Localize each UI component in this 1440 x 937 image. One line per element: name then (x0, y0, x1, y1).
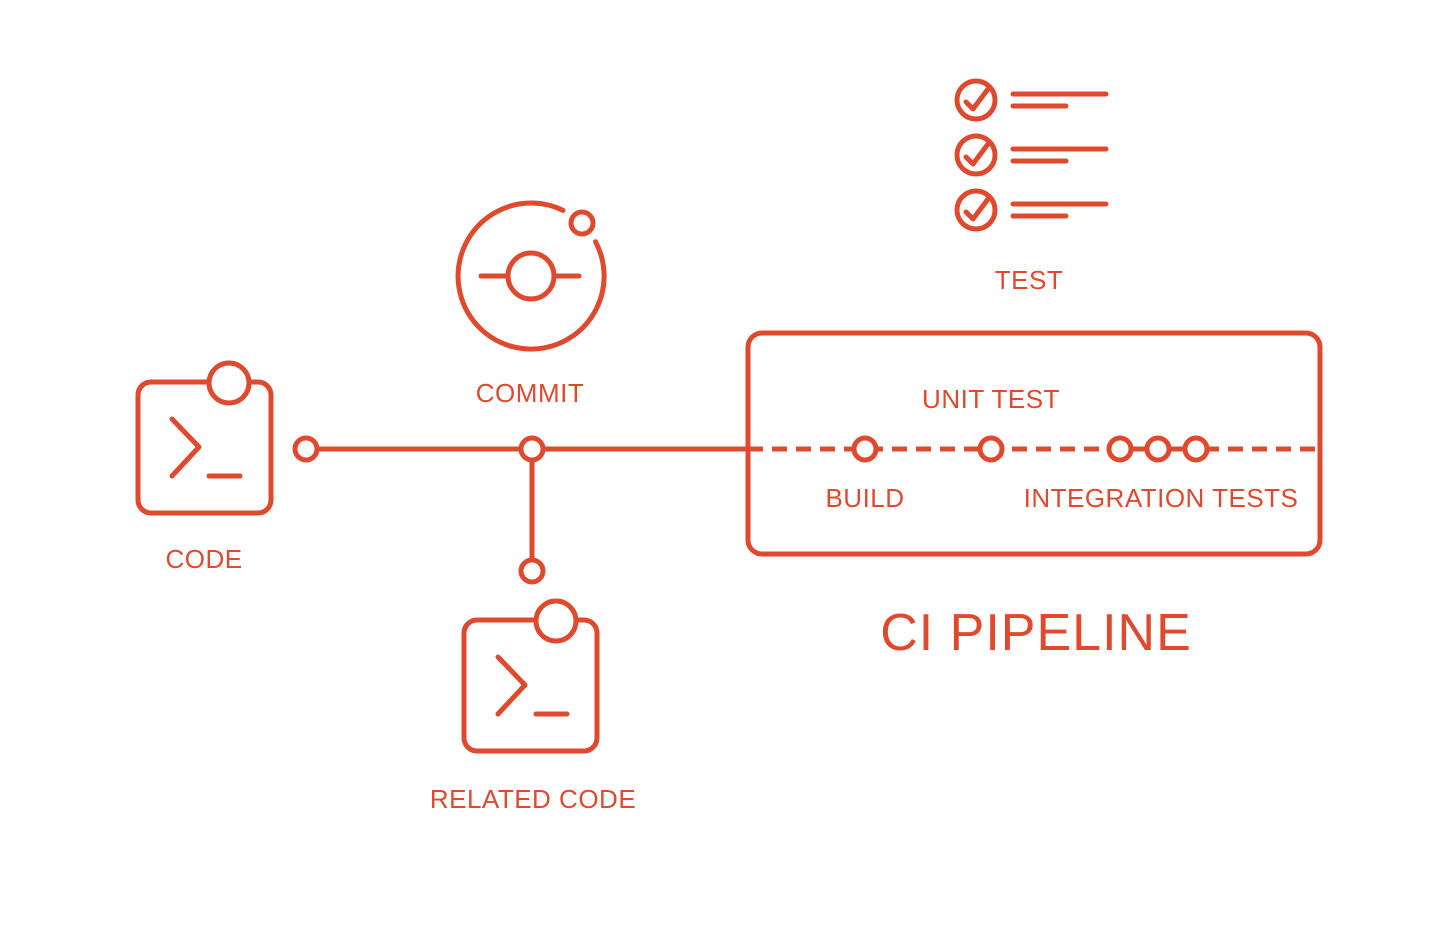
terminal-window-icon (135, 360, 274, 516)
check-icon (963, 196, 991, 222)
pin-circle (206, 360, 252, 406)
checklist-row (954, 78, 1109, 122)
pipeline-node-integration-1 (1106, 435, 1134, 463)
pin-circle (533, 598, 579, 644)
related-code-label: RELATED CODE (430, 784, 636, 814)
checklist-icon (954, 78, 1109, 232)
pipeline-node-integration-3 (1182, 435, 1210, 463)
pipeline-node-unit-test (977, 435, 1005, 463)
orbit-satellite-circle (568, 209, 596, 237)
main-connector-line (292, 435, 751, 585)
pipeline-node-integration-2 (1144, 435, 1172, 463)
build-label: BUILD (825, 483, 904, 513)
connector-node (292, 435, 320, 463)
integration-tests-label: INTEGRATION TESTS (1024, 483, 1299, 513)
test-label: TEST (995, 265, 1063, 295)
page-title: CI PIPELINE (880, 604, 1192, 662)
pipeline-node-build (851, 435, 879, 463)
checklist-row (954, 188, 1109, 232)
commit-dot-circle (505, 250, 557, 302)
connector-junction-node (518, 435, 546, 463)
prompt-chevron (495, 654, 528, 717)
code-label: CODE (165, 544, 242, 574)
connector-drop-node (518, 557, 546, 585)
prompt-chevron (169, 416, 202, 479)
pipeline-box (745, 330, 1323, 557)
commit-label: COMMIT (476, 378, 584, 408)
check-icon (963, 86, 991, 112)
orbit-arc (455, 200, 607, 352)
terminal-window-icon (461, 598, 600, 754)
checklist-row (954, 133, 1109, 177)
check-icon (963, 141, 991, 167)
unit-test-label: UNIT TEST (922, 384, 1060, 414)
git-commit-icon (455, 200, 607, 352)
